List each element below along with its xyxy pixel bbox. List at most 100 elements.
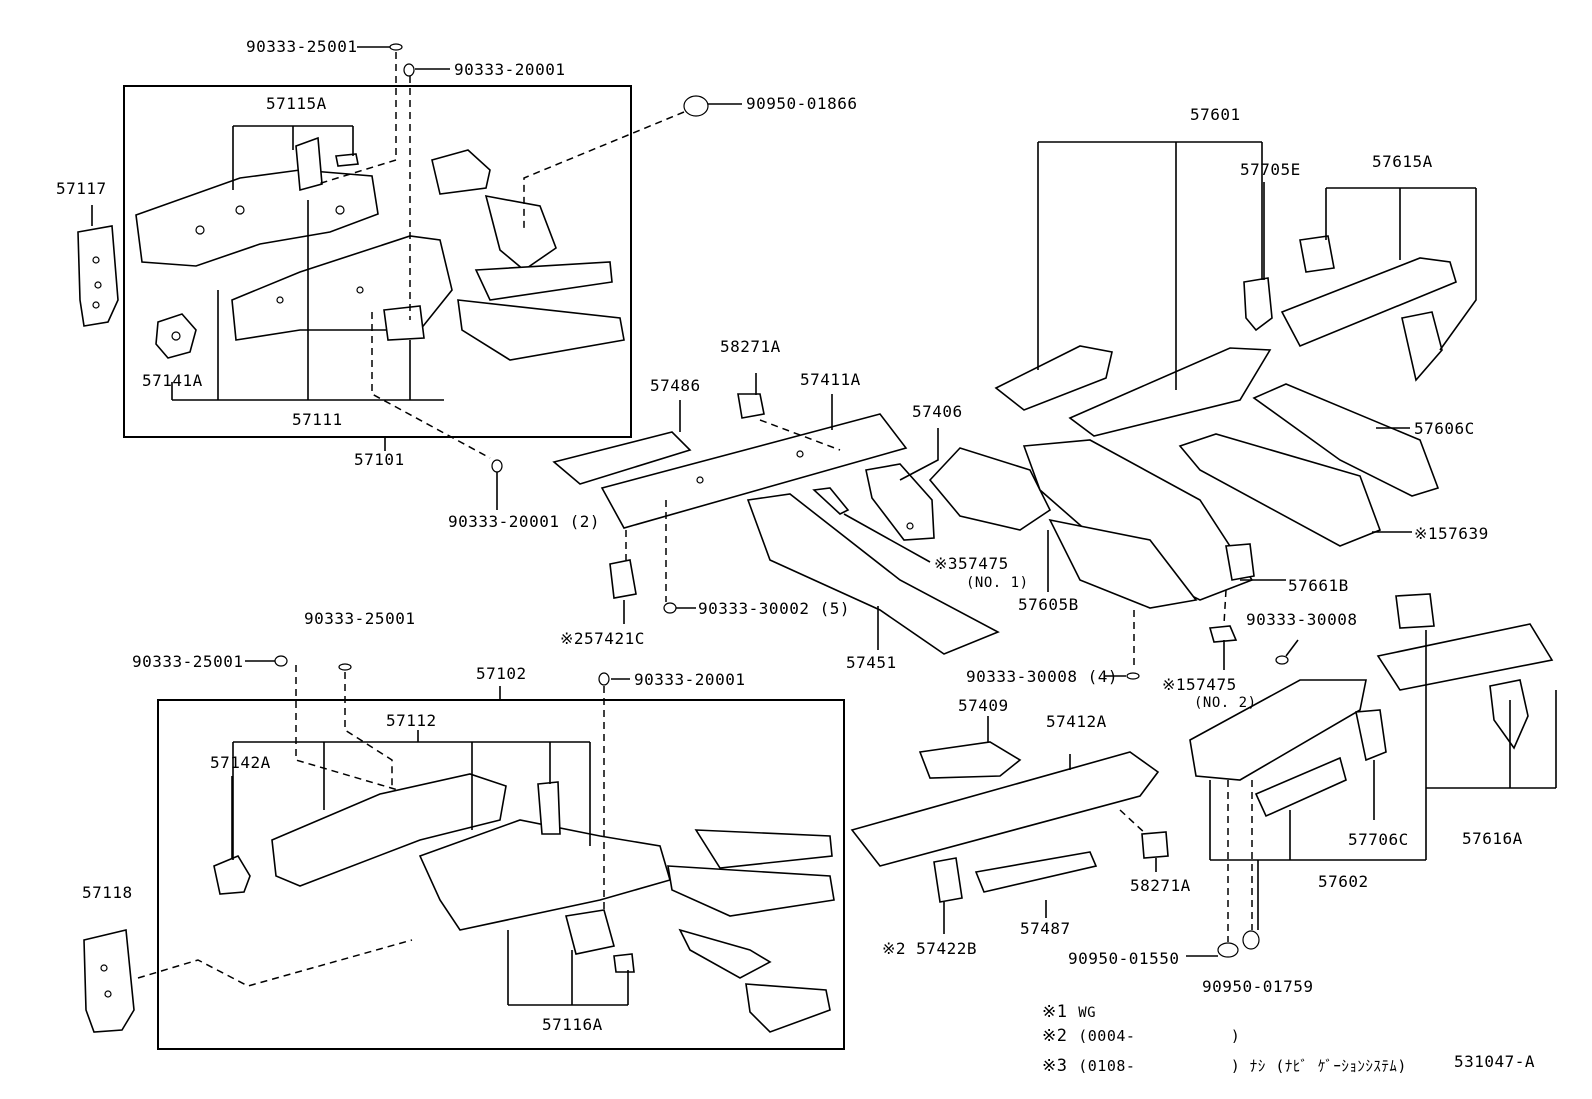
- plug-90333-30008: [1275, 655, 1289, 665]
- label-90333-30002: 90333-30002 (5): [698, 599, 850, 618]
- plug-90333-25001-left: [274, 655, 288, 667]
- footnote-1: ※1 WG: [1042, 1003, 1096, 1022]
- label-57411A: 57411A: [800, 370, 861, 389]
- label-57111: 57111: [292, 410, 343, 429]
- part-57118: [83, 929, 135, 1033]
- label-57475-no2-sub: (NO. 2): [1194, 695, 1257, 711]
- part-57606C: [1252, 383, 1440, 497]
- label-90333-30008-4: 90333-30008 (4): [966, 667, 1118, 686]
- label-57616A: 57616A: [1462, 829, 1523, 848]
- label-58271A-top: 58271A: [720, 337, 781, 356]
- label-90333-20001-2: 90333-20001 (2): [448, 512, 600, 531]
- part-57661B: [1225, 543, 1255, 581]
- footnote-2: ※2 (0004- ): [1042, 1027, 1240, 1045]
- part-bracket-top: [383, 149, 625, 361]
- part-57117: [77, 225, 119, 327]
- label-57451: 57451: [846, 653, 897, 672]
- label-57406: 57406: [912, 402, 963, 421]
- label-90333-20001-mid: 90333-20001: [634, 670, 746, 689]
- part-57411A: [600, 413, 908, 529]
- plug-90333-30002: [663, 602, 677, 614]
- label-57605B: 57605B: [1018, 595, 1079, 614]
- label-90333-20001-top: 90333-20001: [454, 60, 566, 79]
- label-57706C: 57706C: [1348, 830, 1409, 849]
- part-57639: [1178, 433, 1382, 547]
- label-57102: 57102: [476, 664, 527, 683]
- label-57475-no1-sub: (NO. 1): [966, 575, 1029, 591]
- label-57116A: 57116A: [542, 1015, 603, 1034]
- label-90333-25001-mid: 90333-25001: [304, 609, 416, 628]
- part-57706C: [1355, 709, 1387, 762]
- part-brackets-bottom: [667, 829, 835, 1033]
- label-57487: 57487: [1020, 919, 1071, 938]
- part-57475-no2: [1208, 625, 1238, 643]
- part-57601: [994, 345, 1272, 437]
- part-small-clip: [335, 153, 359, 167]
- diagram-id: 531047-A: [1454, 1052, 1536, 1071]
- leader-lines: [91, 46, 1557, 1006]
- label-57142A: 57142A: [210, 753, 271, 772]
- part-57412A: [850, 751, 1160, 867]
- part-57421C: [609, 559, 637, 599]
- label-57705E: 57705E: [1240, 160, 1301, 179]
- part-57615A: [1280, 235, 1457, 382]
- label-58271A-bottom: 58271A: [1130, 876, 1191, 895]
- label-57421C: ※257421C: [560, 629, 645, 648]
- part-57705E: [1243, 277, 1273, 332]
- plug-90333-25001-top: [389, 43, 403, 51]
- label-90333-25001-top: 90333-25001: [246, 37, 358, 56]
- plug-90333-30008-4: [1126, 672, 1140, 680]
- label-57601: 57601: [1190, 105, 1241, 124]
- label-57115A: 57115A: [266, 94, 327, 113]
- dashed-guides: [137, 52, 1253, 987]
- footnote-1-mark: ※1: [1042, 1002, 1068, 1022]
- part-57616A: [1489, 679, 1529, 750]
- part-57602: [1189, 593, 1554, 818]
- part-57112-frame: [271, 773, 671, 973]
- label-90950-01550: 90950-01550: [1068, 949, 1180, 968]
- label-57101: 57101: [354, 450, 405, 469]
- part-58271A-bottom: [1141, 831, 1169, 859]
- plug-90333-20001-top: [403, 63, 415, 77]
- label-57486: 57486: [650, 376, 701, 395]
- part-57141A: [155, 313, 197, 359]
- label-90950-01759: 90950-01759: [1202, 977, 1314, 996]
- footnote-1-text: WG: [1078, 1005, 1097, 1021]
- part-57487: [974, 851, 1098, 893]
- label-57602: 57602: [1318, 872, 1369, 891]
- label-90333-25001-left: 90333-25001: [132, 652, 244, 671]
- footnote-2-mark: ※2: [1042, 1026, 1068, 1046]
- label-57475-no2: ※157475: [1162, 675, 1237, 694]
- label-57118: 57118: [82, 883, 133, 902]
- plug-90950-01759: [1242, 930, 1260, 950]
- plug-90333-20001-2: [491, 459, 503, 473]
- plug-90333-25001-mid: [338, 663, 352, 671]
- footnote-3-text: (0108- ) ﾅｼ (ﾅﾋﾞ ｹﾞｰｼｮﾝｼｽﾃﾑ): [1078, 1057, 1407, 1075]
- label-57639: ※157639: [1414, 524, 1489, 543]
- label-90950-01866: 90950-01866: [746, 94, 858, 113]
- label-57475-no1: ※357475: [934, 554, 1009, 573]
- plug-90950-01550: [1217, 942, 1239, 958]
- part-57142A: [213, 854, 251, 895]
- label-57412A: 57412A: [1046, 712, 1107, 731]
- label-57661B: 57661B: [1288, 576, 1349, 595]
- part-58271A-top: [737, 393, 765, 419]
- part-57486: [552, 431, 692, 485]
- label-57117: 57117: [56, 179, 107, 198]
- part-57406: [865, 463, 935, 541]
- part-57475-no1: [812, 487, 850, 515]
- label-90333-30008: 90333-30008: [1246, 610, 1358, 629]
- label-57112: 57112: [386, 711, 437, 730]
- label-57615A: 57615A: [1372, 152, 1433, 171]
- footnote-3-mark: ※3: [1042, 1056, 1068, 1076]
- footnote-3: ※3 (0108- ) ﾅｼ (ﾅﾋﾞ ｹﾞｰｼｮﾝｼｽﾃﾑ): [1042, 1057, 1407, 1075]
- label-57409: 57409: [958, 696, 1009, 715]
- label-57422B: ※2 57422B: [882, 939, 977, 958]
- part-57409: [918, 741, 1022, 779]
- plug-90950-01866: [683, 95, 709, 117]
- label-57141A: 57141A: [142, 371, 203, 390]
- footnote-2-text: (0004- ): [1078, 1027, 1241, 1045]
- part-57451: [746, 493, 1000, 655]
- label-57606C: 57606C: [1414, 419, 1475, 438]
